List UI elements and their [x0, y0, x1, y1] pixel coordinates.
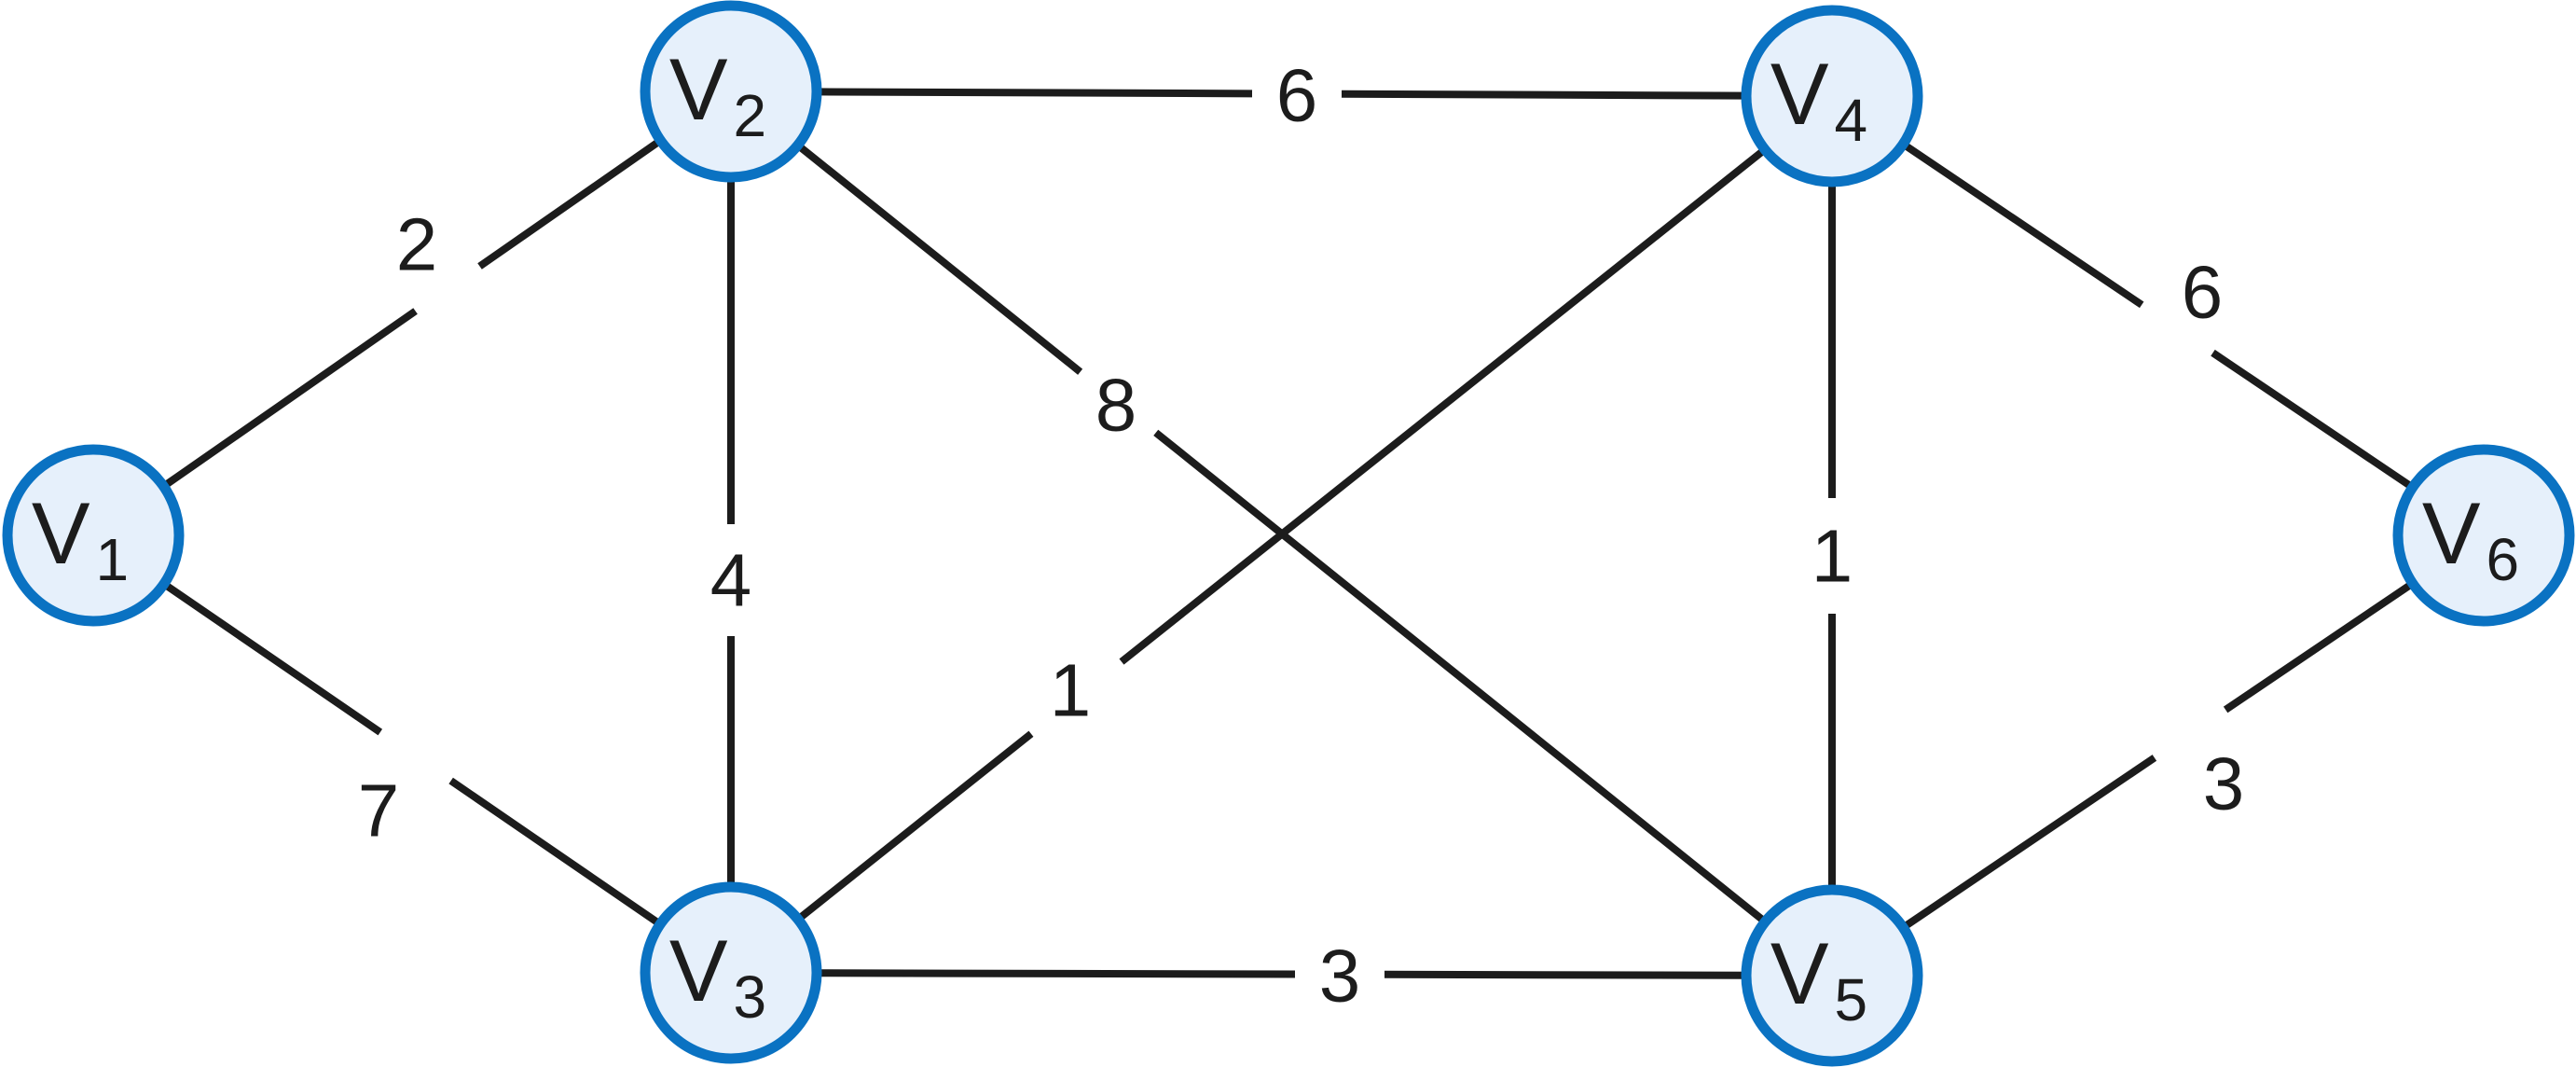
edge-v3-v4-segment-a [795, 730, 1034, 922]
node-letter-v5: V [1770, 924, 1829, 1022]
edge-v1-v2-segment-a [161, 308, 418, 490]
edge-weight-v4-v6: 6 [2182, 251, 2224, 334]
edge-weight-v3-v4: 1 [1050, 649, 1092, 732]
node-label-v3: V3 [669, 922, 766, 1031]
node-v2: V2 [640, 0, 822, 183]
edge-v3-v5-segment-b [1384, 970, 1747, 979]
node-v4: V4 [1741, 5, 1923, 187]
edge-v4-v6-segment-a [1901, 141, 2144, 309]
node-label-v1: V1 [32, 484, 129, 593]
edge-v5-v6-segment-a [1901, 755, 2157, 931]
edge-v4-v6-segment-b [2211, 349, 2415, 491]
edge-weight-v3-v5: 3 [1319, 935, 1361, 1018]
node-subscript-v5: 5 [1835, 966, 1868, 1033]
edge-weight-v4-v5: 1 [1811, 515, 1853, 598]
node-circle-v1 [2, 444, 185, 627]
node-circle-v4 [1741, 5, 1923, 187]
edge-weight-v2-v4: 6 [1276, 54, 1318, 137]
edges-layer [161, 88, 2415, 979]
node-subscript-v3: 3 [734, 963, 767, 1031]
edge-v1-v3-segment-a [161, 580, 383, 736]
edge-v5-v6-segment-b [2223, 580, 2415, 714]
node-letter-v3: V [669, 922, 728, 1019]
node-v6: V6 [2392, 444, 2575, 627]
edge-v2-v5-segment-b [1153, 429, 1768, 925]
edge-v2-v4-segment-a [816, 88, 1253, 98]
edge-weight-v1-v3: 7 [358, 769, 400, 852]
node-letter-v1: V [32, 484, 90, 582]
node-label-v2: V2 [669, 40, 766, 149]
node-subscript-v4: 4 [1835, 87, 1868, 154]
edge-v1-v3-segment-b [448, 777, 663, 928]
node-v5: V5 [1741, 884, 1923, 1067]
node-label-v6: V6 [2422, 484, 2519, 593]
node-v1: V1 [2, 444, 185, 627]
edge-v2-v4-segment-b [1341, 90, 1747, 100]
edge-weight-v2-v5: 8 [1095, 364, 1137, 447]
node-circle-v3 [640, 881, 822, 1064]
edge-v3-v5-segment-a [816, 969, 1296, 978]
edge-weight-v2-v3: 4 [710, 539, 752, 622]
edge-v3-v4-segment-b [1119, 146, 1768, 665]
node-v3: V3 [640, 881, 822, 1064]
node-circle-v5 [1741, 884, 1923, 1067]
node-letter-v2: V [669, 40, 728, 138]
node-subscript-v6: 6 [2486, 526, 2520, 593]
edge-v2-v5-segment-a [795, 142, 1083, 375]
node-letter-v6: V [2422, 484, 2481, 582]
node-letter-v4: V [1770, 45, 1829, 143]
edge-weight-v1-v2: 2 [396, 203, 438, 286]
edge-weight-v5-v6: 3 [2203, 742, 2245, 825]
node-label-v5: V5 [1770, 924, 1867, 1033]
edge-v1-v2-segment-b [477, 137, 663, 270]
node-circle-v6 [2392, 444, 2575, 627]
node-circle-v2 [640, 0, 822, 183]
node-label-v4: V4 [1770, 45, 1867, 154]
node-subscript-v1: 1 [96, 526, 130, 593]
node-subscript-v2: 2 [734, 82, 767, 149]
edge-weights-layer: 2 7 6 4 8 1 3 1 6 3 [358, 54, 2245, 1018]
